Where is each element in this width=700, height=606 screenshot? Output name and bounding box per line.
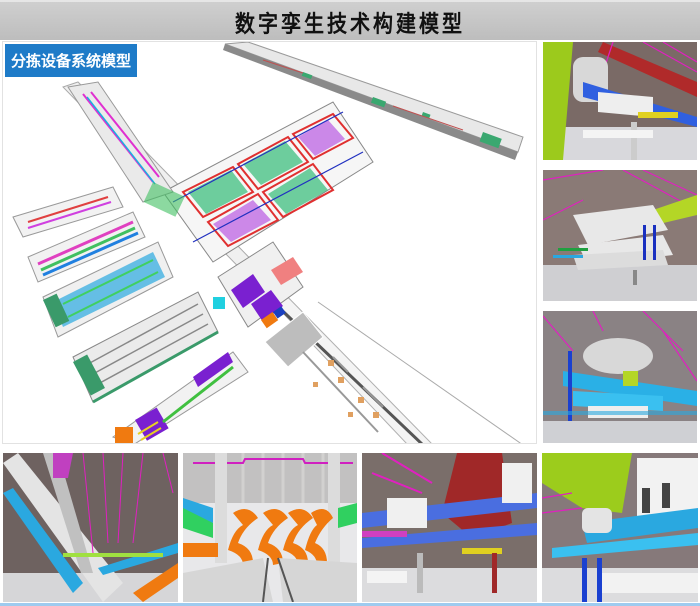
sorting-system-model-image	[12, 42, 524, 443]
render-sorter-ceiling-green-red	[543, 42, 697, 160]
render-sorter-lime-duct	[542, 453, 698, 602]
header-bar: 数字孪生技术构建模型	[0, 0, 700, 40]
right-image-column	[538, 41, 700, 446]
bottom-image-row	[0, 450, 700, 606]
main-model-panel: 分拣设备系统模型	[2, 41, 537, 444]
render-sorter-red-duct	[362, 453, 537, 602]
model-label: 分拣设备系统模型	[5, 44, 138, 77]
page-title: 数字孪生技术构建模型	[235, 8, 465, 37]
render-sorter-white-stacked	[543, 170, 697, 301]
render-ceiling-pipes-blue	[3, 453, 178, 602]
bottom-accent-line	[0, 603, 700, 606]
render-sorter-blue-spiral	[543, 311, 697, 443]
render-orange-spiral-chutes	[183, 453, 357, 602]
